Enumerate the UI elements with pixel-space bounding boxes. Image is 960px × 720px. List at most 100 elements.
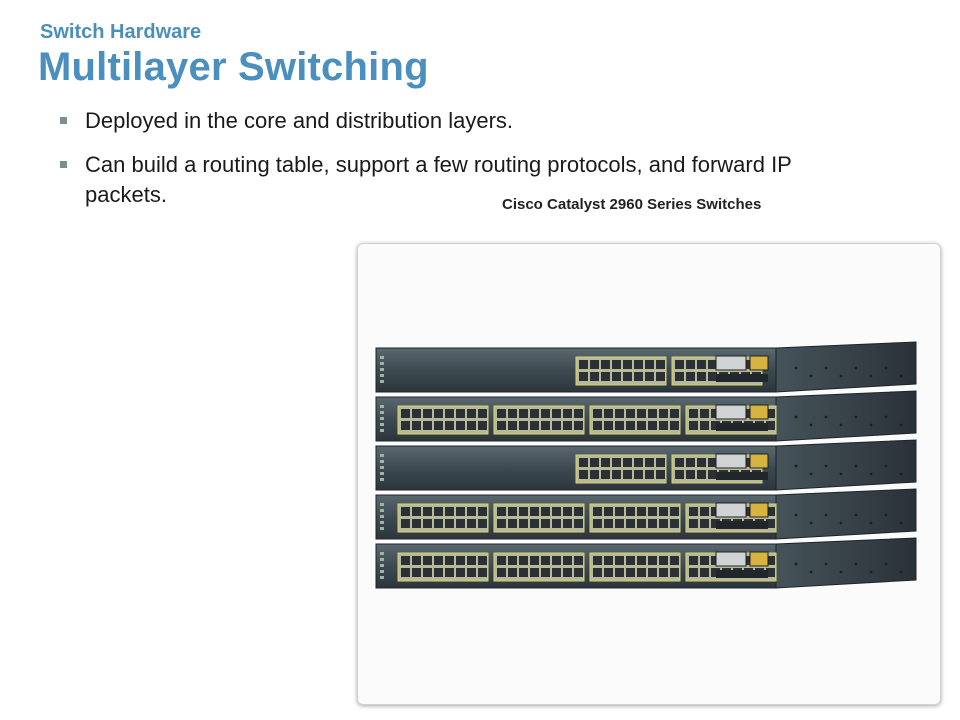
ethernet-port: [686, 458, 695, 467]
vent-hole: [794, 464, 798, 468]
ethernet-port: [615, 556, 624, 565]
ethernet-port: [456, 519, 465, 528]
ethernet-port: [601, 360, 610, 369]
ethernet-port: [744, 507, 753, 516]
status-led: [380, 478, 384, 481]
ethernet-port: [604, 421, 613, 430]
ethernet-port: [670, 568, 679, 577]
vent-hole: [824, 513, 828, 517]
sfp-slot: [715, 551, 747, 567]
status-led: [380, 368, 384, 371]
ethernet-port: [412, 421, 421, 430]
ethernet-port: [445, 556, 454, 565]
ethernet-port: [601, 470, 610, 479]
status-led: [380, 429, 384, 432]
ethernet-port: [530, 556, 539, 565]
ethernet-port: [530, 421, 539, 430]
ethernet-port: [689, 409, 698, 418]
ethernet-port: [637, 409, 646, 418]
ethernet-port: [637, 556, 646, 565]
status-led: [380, 374, 384, 377]
ethernet-port: [497, 568, 506, 577]
ethernet-port: [508, 421, 517, 430]
ethernet-port: [612, 372, 621, 381]
ethernet-port: [574, 507, 583, 516]
ethernet-port: [623, 360, 632, 369]
ethernet-port: [601, 372, 610, 381]
ethernet-port: [445, 519, 454, 528]
ethernet-port: [434, 568, 443, 577]
uplink-ports: [716, 423, 768, 431]
vent-hole: [839, 521, 843, 525]
ethernet-port: [675, 470, 684, 479]
ethernet-port: [552, 568, 561, 577]
ethernet-port: [590, 458, 599, 467]
ethernet-port: [604, 409, 613, 418]
ethernet-port: [711, 519, 720, 528]
ethernet-port: [711, 568, 720, 577]
ethernet-port: [563, 421, 572, 430]
ethernet-port: [648, 568, 657, 577]
ethernet-port: [675, 458, 684, 467]
sfp-slot: [715, 502, 747, 518]
ethernet-port: [508, 519, 517, 528]
ethernet-port: [700, 568, 709, 577]
switch-unit: [375, 439, 917, 491]
switch-unit: [375, 488, 917, 540]
ethernet-port: [615, 568, 624, 577]
ethernet-port: [541, 421, 550, 430]
ethernet-port: [670, 519, 679, 528]
ethernet-port: [574, 421, 583, 430]
ethernet-port: [615, 519, 624, 528]
ethernet-port: [604, 568, 613, 577]
vent-hole: [794, 513, 798, 517]
ethernet-port: [689, 421, 698, 430]
switch-photo: [357, 243, 941, 705]
figure-caption: Cisco Catalyst 2960 Series Switches: [502, 196, 762, 213]
bullet-item: Deployed in the core and distribution la…: [58, 106, 858, 136]
slide-title: Multilayer Switching: [38, 45, 429, 89]
switch-unit: [375, 341, 917, 393]
ethernet-port: [456, 421, 465, 430]
ethernet-port: [579, 372, 588, 381]
status-led: [380, 515, 384, 518]
ethernet-port: [615, 507, 624, 516]
ethernet-port: [519, 409, 528, 418]
ethernet-port: [423, 409, 432, 418]
ethernet-port: [508, 556, 517, 565]
ethernet-port: [634, 372, 643, 381]
ethernet-port: [700, 556, 709, 565]
ethernet-port: [590, 360, 599, 369]
ethernet-port: [593, 568, 602, 577]
ethernet-port: [697, 470, 706, 479]
ethernet-port: [508, 568, 517, 577]
sfp-slot: [715, 355, 747, 371]
ethernet-port: [574, 568, 583, 577]
ethernet-port: [700, 421, 709, 430]
ethernet-port: [744, 556, 753, 565]
vent-hole: [839, 374, 843, 378]
ethernet-port: [574, 409, 583, 418]
ethernet-port: [626, 409, 635, 418]
ethernet-port: [478, 519, 487, 528]
uplink-ports: [716, 472, 768, 480]
bullet-list: Deployed in the core and distribution la…: [58, 106, 858, 224]
ethernet-port: [467, 507, 476, 516]
square-bullet-icon: [60, 161, 67, 168]
vent-hole: [809, 472, 813, 476]
ethernet-port: [445, 568, 454, 577]
ethernet-port: [675, 360, 684, 369]
switch-side-panel: [775, 488, 917, 540]
ethernet-port: [626, 519, 635, 528]
ethernet-port: [708, 458, 717, 467]
switch-side-panel: [775, 537, 917, 589]
ethernet-port: [604, 556, 613, 565]
ethernet-port: [686, 360, 695, 369]
ethernet-port: [423, 519, 432, 528]
status-led: [380, 454, 384, 457]
ethernet-port: [656, 372, 665, 381]
ethernet-port: [434, 507, 443, 516]
vent-hole: [854, 562, 858, 566]
vent-hole: [839, 423, 843, 427]
ethernet-port: [648, 409, 657, 418]
